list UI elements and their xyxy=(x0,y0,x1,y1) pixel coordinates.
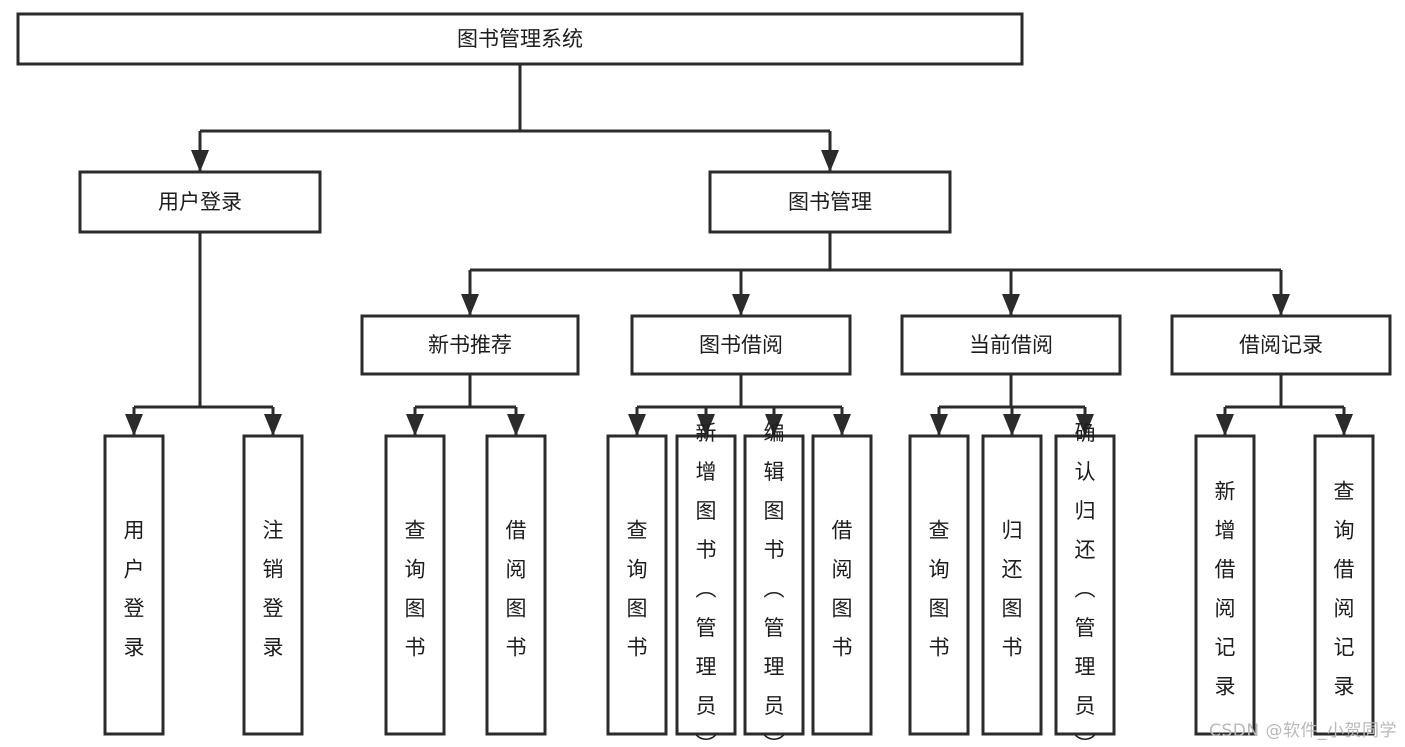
node-user_login[interactable]: 用户登录 xyxy=(78,170,322,234)
node-box xyxy=(981,434,1043,736)
node-label: 借阅图书 xyxy=(832,518,853,659)
node-box xyxy=(908,434,970,736)
node-box xyxy=(811,434,873,736)
node-box xyxy=(485,434,547,736)
node-box xyxy=(384,434,446,736)
node-box xyxy=(708,170,952,234)
node-book_mgmt[interactable]: 图书管理 xyxy=(708,170,952,234)
node-box xyxy=(1194,434,1256,736)
node-box xyxy=(630,314,852,376)
node-box xyxy=(78,170,322,234)
node-label: 编辑图书︵管理员︶ xyxy=(764,421,785,747)
csdn-watermark: CSDN @软件_小贺同学 xyxy=(1209,721,1397,741)
node-box xyxy=(606,434,668,736)
node-label: 新书推荐 xyxy=(428,333,512,357)
arrowhead-icon xyxy=(821,150,839,172)
node-label: 用户登录 xyxy=(124,518,145,659)
node-label: 借阅图书 xyxy=(506,518,527,659)
arrowhead-icon xyxy=(833,414,851,436)
node-box xyxy=(675,434,737,736)
node-label: 查询图书 xyxy=(929,518,950,659)
node-label: 确认归还︵管理员︶ xyxy=(1075,421,1096,747)
node-box xyxy=(1054,434,1116,736)
node-box xyxy=(103,434,165,736)
node-leaf_add_book[interactable]: 新增图书︵管理员︶ xyxy=(675,421,737,747)
arrowhead-icon xyxy=(1216,414,1234,436)
node-label: 新增图书︵管理员︶ xyxy=(696,421,717,747)
node-leaf_logout[interactable]: 注销登录 xyxy=(242,434,304,736)
arrowhead-icon xyxy=(765,414,783,436)
node-label: 图书管理 xyxy=(788,190,872,214)
node-borrow_record[interactable]: 借阅记录 xyxy=(1170,314,1392,376)
node-leaf_add_rec[interactable]: 新增借阅记录 xyxy=(1194,434,1256,736)
node-label: 查询图书 xyxy=(627,518,648,659)
node-label: 用户登录 xyxy=(158,190,242,214)
node-box xyxy=(900,314,1122,376)
arrowhead-icon xyxy=(1003,414,1021,436)
arrowhead-icon xyxy=(191,150,209,172)
connector-layer xyxy=(125,64,1353,436)
node-root[interactable]: 图书管理系统 xyxy=(16,12,1024,66)
node-current_borrow[interactable]: 当前借阅 xyxy=(900,314,1122,376)
node-box xyxy=(360,314,580,376)
node-label: 查询图书 xyxy=(405,518,426,659)
node-label: 图书管理系统 xyxy=(457,27,583,51)
node-box xyxy=(1170,314,1392,376)
arrowhead-icon xyxy=(461,294,479,316)
node-leaf_b1[interactable]: 借阅图书 xyxy=(485,434,547,736)
node-leaf_return[interactable]: 归还图书 xyxy=(981,434,1043,736)
node-leaf_login[interactable]: 用户登录 xyxy=(103,434,165,736)
arrowhead-icon xyxy=(1076,414,1094,436)
arrowhead-icon xyxy=(125,414,143,436)
node-label: 借阅记录 xyxy=(1239,333,1323,357)
arrowhead-icon xyxy=(1002,294,1020,316)
arrowhead-icon xyxy=(406,414,424,436)
node-leaf_edit_book[interactable]: 编辑图书︵管理员︶ xyxy=(743,421,805,747)
node-leaf_q2[interactable]: 查询图书 xyxy=(606,434,668,736)
node-label: 查询借阅记录 xyxy=(1334,479,1355,698)
node-leaf_q1[interactable]: 查询图书 xyxy=(384,434,446,736)
node-label: 新增借阅记录 xyxy=(1215,479,1236,698)
node-box xyxy=(16,12,1024,66)
arrowhead-icon xyxy=(1335,414,1353,436)
node-leaf_query_rec[interactable]: 查询借阅记录 xyxy=(1313,434,1375,736)
arrowhead-icon xyxy=(507,414,525,436)
node-box xyxy=(743,434,805,736)
arrowhead-icon xyxy=(1272,294,1290,316)
node-label: 图书借阅 xyxy=(699,333,783,357)
node-label: 注销登录 xyxy=(263,518,284,659)
node-book_borrow[interactable]: 图书借阅 xyxy=(630,314,852,376)
node-layer: 图书管理系统用户登录图书管理新书推荐图书借阅当前借阅借阅记录用户登录注销登录查询… xyxy=(16,12,1392,747)
node-label: 当前借阅 xyxy=(969,333,1053,357)
arrowhead-icon xyxy=(264,414,282,436)
node-leaf_confirm[interactable]: 确认归还︵管理员︶ xyxy=(1054,421,1116,747)
node-leaf_q3[interactable]: 查询图书 xyxy=(908,434,970,736)
arrowhead-icon xyxy=(732,294,750,316)
node-new_book_rec[interactable]: 新书推荐 xyxy=(360,314,580,376)
node-label: 归还图书 xyxy=(1002,518,1023,659)
arrowhead-icon xyxy=(697,414,715,436)
node-leaf_b2[interactable]: 借阅图书 xyxy=(811,434,873,736)
arrowhead-icon xyxy=(628,414,646,436)
node-box xyxy=(1313,434,1375,736)
node-box xyxy=(242,434,304,736)
arrowhead-icon xyxy=(930,414,948,436)
